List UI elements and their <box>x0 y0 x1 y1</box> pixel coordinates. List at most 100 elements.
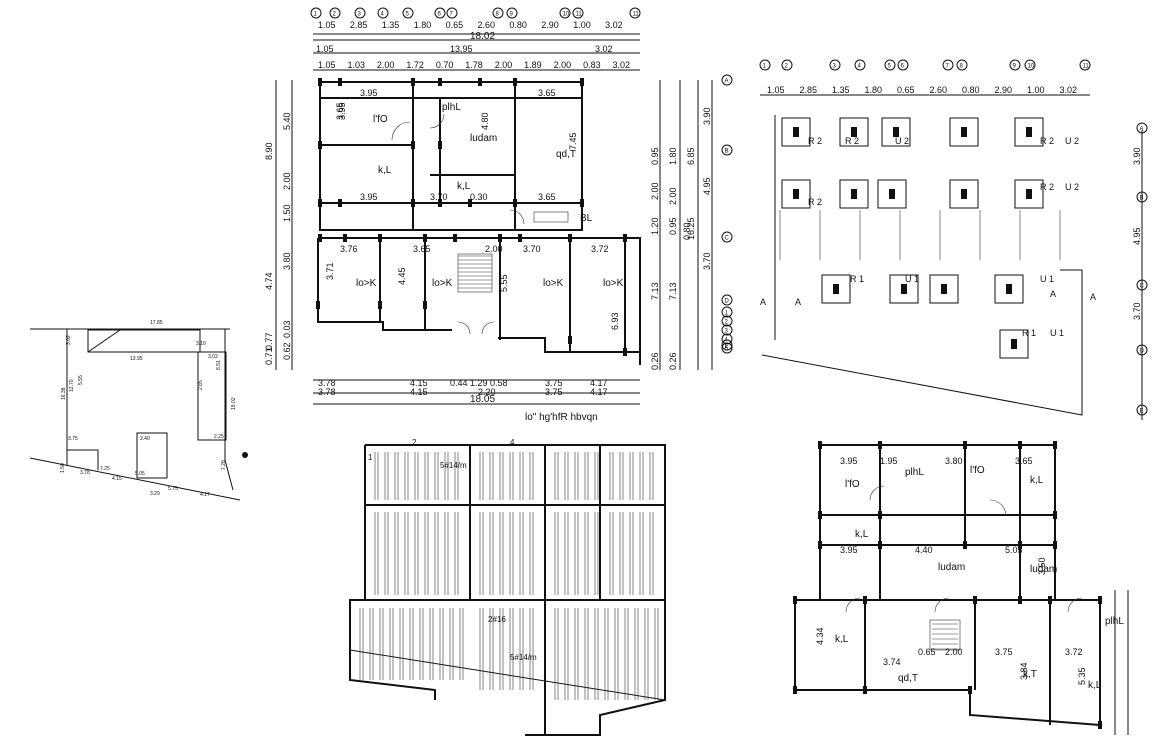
slab-label: 5#14/m <box>510 653 537 662</box>
main-room-dim: 4.45 <box>397 267 407 285</box>
main-room-dim: 3.71 <box>325 262 335 280</box>
site-dim: 4.15 <box>112 476 122 482</box>
main-right-dim: 0.80 <box>682 222 692 240</box>
main-column <box>468 199 472 207</box>
col-grid-bubble: 5 <box>884 59 896 71</box>
upper-column <box>1098 596 1102 604</box>
main-top-dim: 1.05 <box>316 44 334 54</box>
site-dim: 16.38 <box>61 387 67 400</box>
main-left-dim: 0.71 <box>264 347 274 365</box>
main-top-dim: 13.95 <box>450 44 473 54</box>
site-dim: 3.02 <box>208 354 218 360</box>
main-column <box>318 78 322 86</box>
main-column <box>438 141 442 149</box>
site-dim: 13.95 <box>130 356 143 362</box>
main-grid-bubble-label: 11 <box>576 12 583 18</box>
main-grid-bubble-label: 10 <box>563 12 570 18</box>
upper-column <box>1018 596 1022 604</box>
main-bottom-dim: 0.58 <box>490 378 508 388</box>
main-column <box>513 78 517 86</box>
main-right-dim: 4.95 <box>702 177 712 195</box>
main-axis-bubble: D <box>721 294 733 306</box>
main-left-dim: 5.40 <box>282 112 292 130</box>
upper-dim: 4.40 <box>915 545 933 555</box>
main-right-dim: 7.13 <box>668 282 678 300</box>
main-right-dim: 0.95 <box>668 217 678 235</box>
site-dim: 8.51 <box>216 360 222 370</box>
main-column <box>318 199 322 207</box>
col-top-dim: 2.90 <box>995 85 1013 95</box>
upper-dim: 3.65 <box>1015 456 1033 466</box>
footing <box>1014 179 1044 209</box>
main-room-dim: 3.95 <box>360 88 378 98</box>
main-grid-bubble-label: 2 <box>333 12 337 18</box>
col-label: U 1 <box>1050 328 1064 338</box>
upper-column <box>878 541 882 549</box>
main-right-dim: 6.85 <box>686 147 696 165</box>
main-top-dim: 3.02 <box>613 60 631 70</box>
main-room-label: lo>K <box>356 278 377 289</box>
main-axis-bubble-small-label: 3 <box>725 329 729 335</box>
main-room-label: l'fO <box>373 114 388 125</box>
slab-label: 2#16 <box>488 615 506 624</box>
main-column <box>411 141 415 149</box>
main-room-dim: 3.76 <box>340 244 358 254</box>
col-top-dim: 1.80 <box>865 85 883 95</box>
col-grid-bubble-label: 8 <box>960 64 964 70</box>
site-dim: 7.28 <box>221 460 227 470</box>
col-top-dim: 3.02 <box>1060 85 1078 95</box>
upper-column <box>963 441 967 449</box>
main-grid-bubble: 11 <box>629 7 641 19</box>
col-label: R 2 <box>808 197 822 207</box>
upper-room-label: k,T <box>1023 669 1037 680</box>
main-bottom-dim: 3.78 <box>318 378 336 388</box>
col-grid-bubble: 10 <box>1024 59 1036 71</box>
main-axis-bubble-small-label: 5 <box>725 347 729 353</box>
main-grid-bubble-label: 7 <box>450 12 454 18</box>
main-top-dim: 1.78 <box>465 60 483 70</box>
col-label: U 2 <box>1065 182 1079 192</box>
footing <box>999 329 1029 359</box>
col-top-dim: 0.80 <box>962 85 980 95</box>
main-axis-bubble-small-label: 4 <box>725 338 729 344</box>
col-grid-bubble-label: 6 <box>901 64 905 70</box>
main-left-dim: 2.00 <box>282 172 292 190</box>
main-bottom-dim: 3.75 <box>545 378 563 388</box>
upper-dim: 2.00 <box>945 647 963 657</box>
col-label: R 2 <box>808 136 822 146</box>
site-dim: 7.25 <box>100 466 110 472</box>
upper-column <box>963 541 967 549</box>
site-dim: 5.55 <box>78 375 84 385</box>
main-room-dim: 0.30 <box>470 192 488 202</box>
upper-dim: 5.05 <box>1005 545 1023 555</box>
main-left-dim: 3.80 <box>282 252 292 270</box>
col-label: A <box>1050 289 1056 299</box>
main-right-dim: 0.95 <box>650 147 660 165</box>
col-grid-bubble-label: 11 <box>1083 64 1090 70</box>
site-dim: 5.75 <box>168 486 178 492</box>
site-dim: 17.85 <box>150 320 163 326</box>
upper-dim: 3.95 <box>840 545 858 555</box>
upper-room-label: qd,T <box>898 673 918 684</box>
main-grid-bubble: 4 <box>377 7 389 19</box>
main-left-dim: 0.62 <box>282 342 292 360</box>
main-grid-bubble: 5 <box>402 7 414 19</box>
col-grid-bubble-label: 5 <box>888 64 892 70</box>
main-column <box>498 234 502 242</box>
main-right-dim: 2.00 <box>650 182 660 200</box>
col-grid-bubble: 1 <box>759 59 771 71</box>
main-axis-bubble: E <box>721 339 733 351</box>
main-axis-bubble-small-label: 1 <box>725 311 729 317</box>
main-right-dim: 7.13 <box>650 282 660 300</box>
main-room-dim: 3.70 <box>523 244 541 254</box>
main-room-label: ludam <box>470 133 497 144</box>
upper-column <box>1053 541 1057 549</box>
main-axis-bubble-label: B <box>725 149 729 155</box>
main-top-dim: 2.85 <box>350 20 368 30</box>
col-axis-bubble-label: A <box>1140 127 1144 133</box>
main-column <box>318 141 322 149</box>
footing <box>781 179 811 209</box>
